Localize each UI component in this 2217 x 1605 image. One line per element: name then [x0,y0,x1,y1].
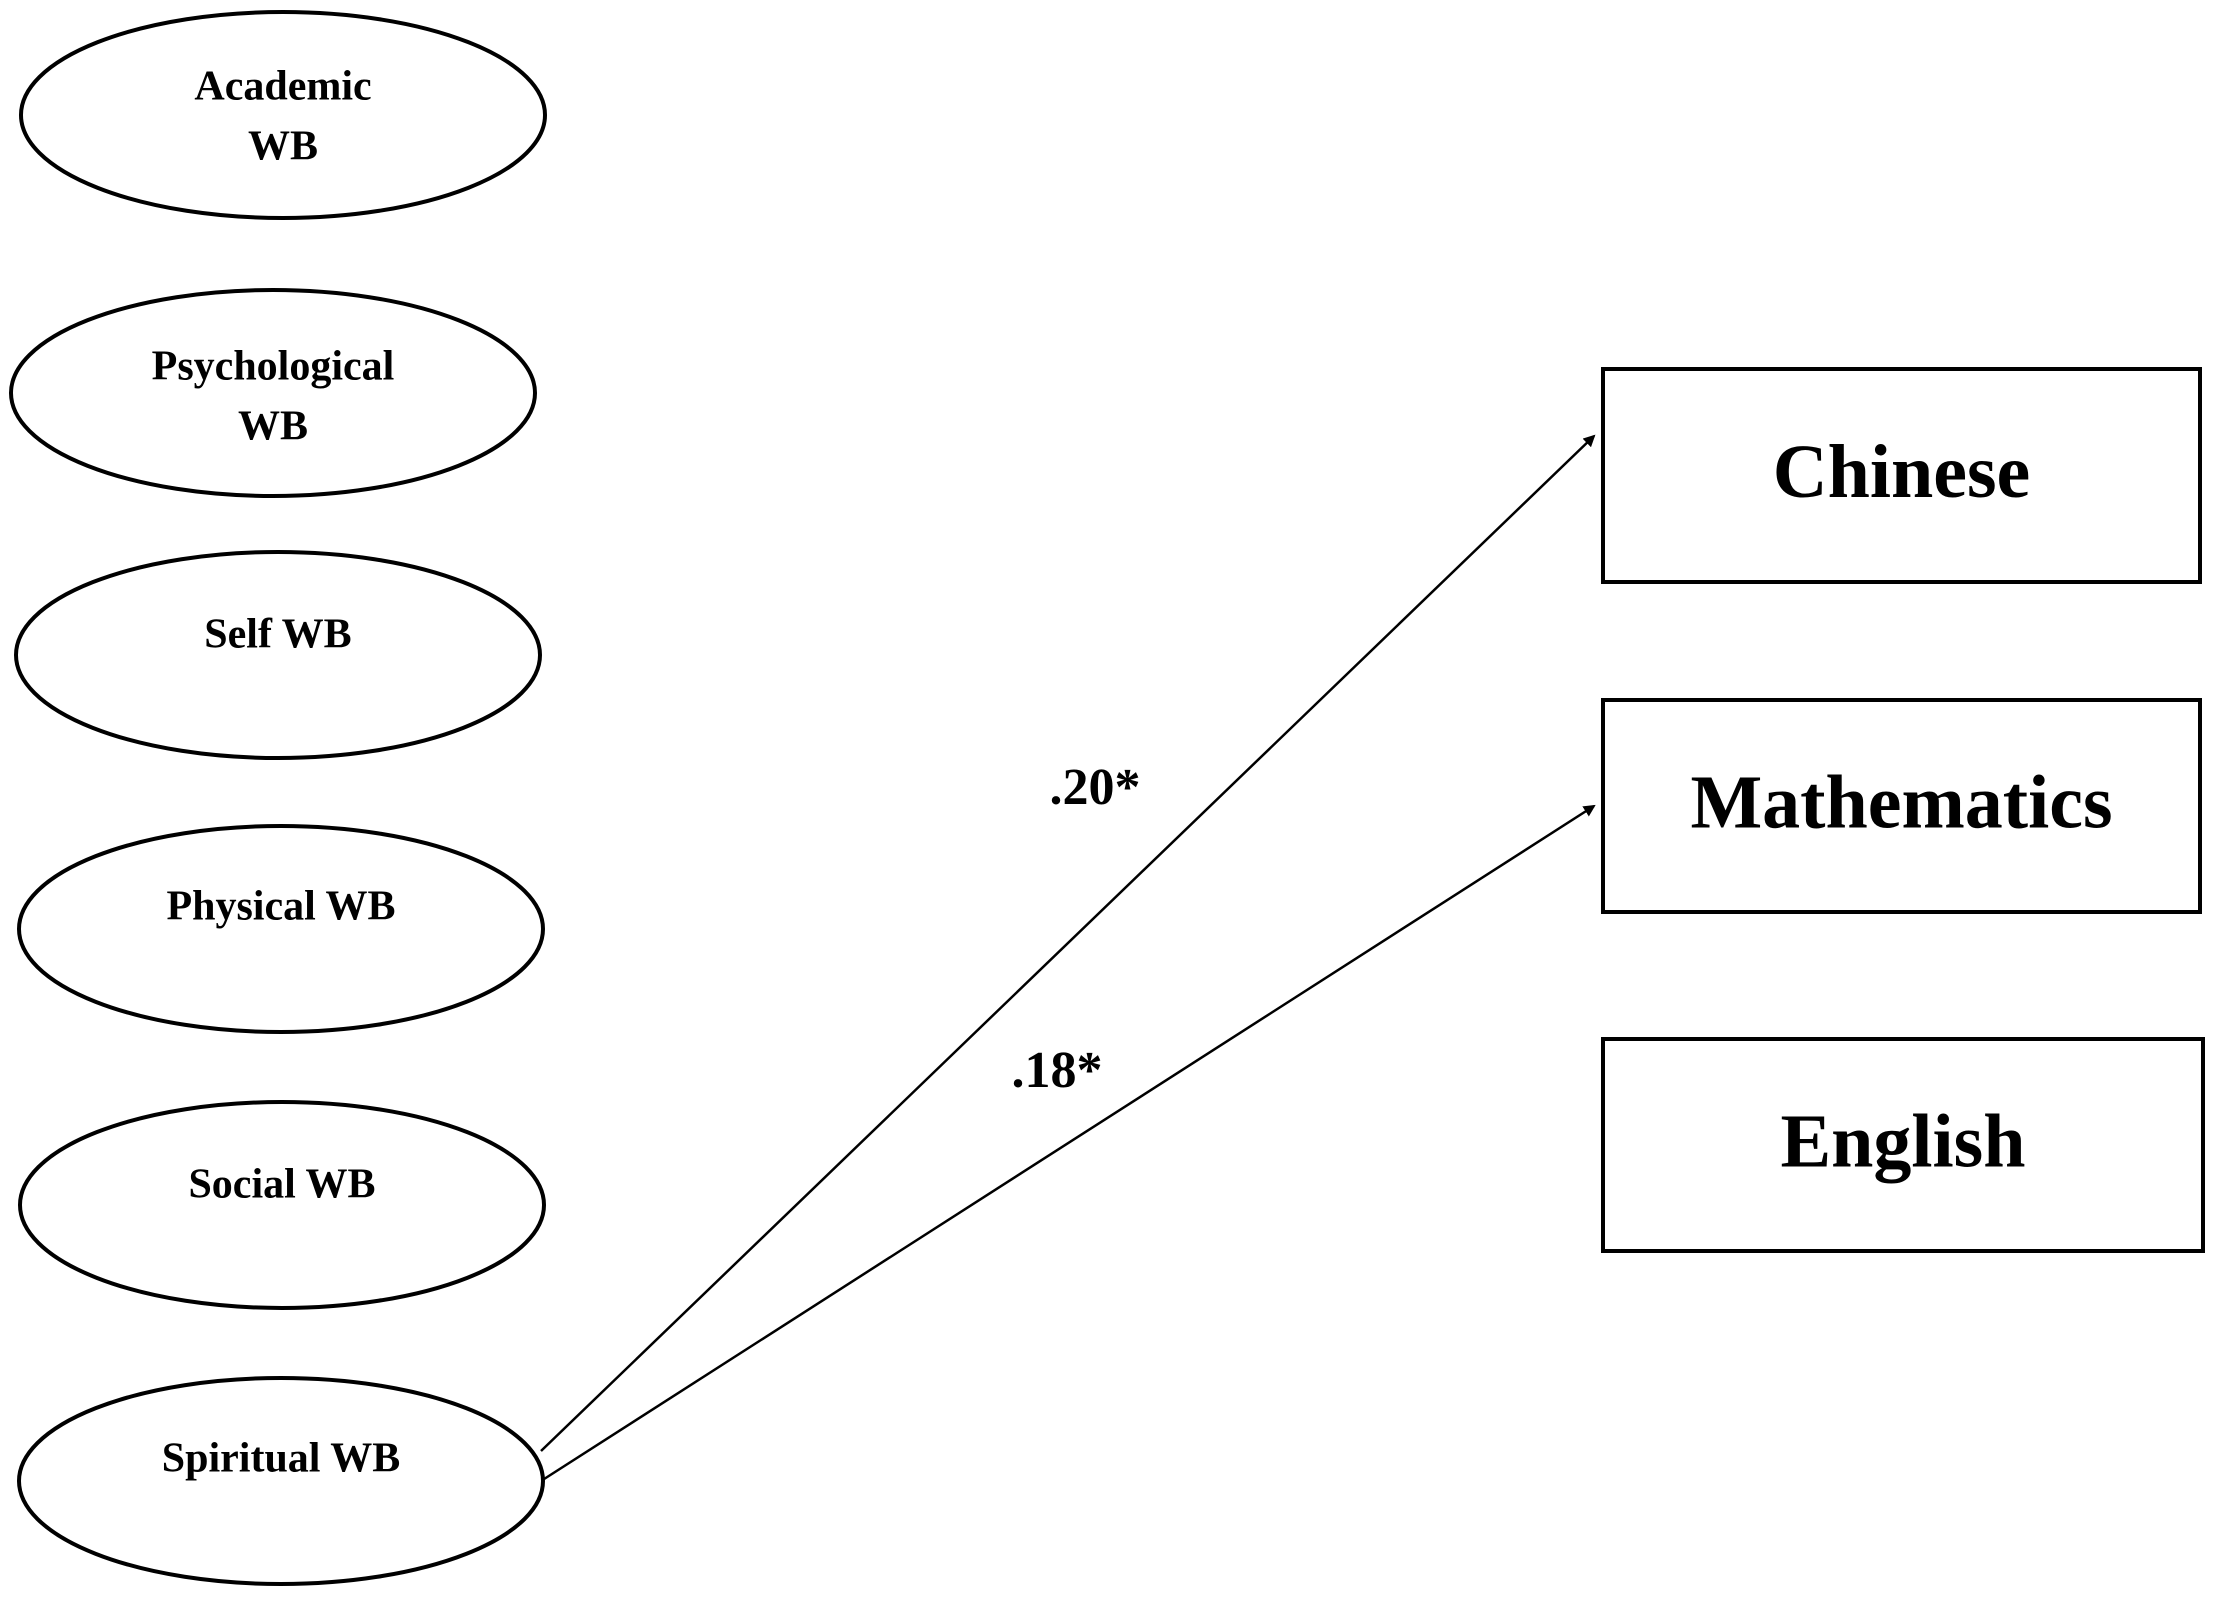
outcome-chinese: Chinese [1601,367,2202,584]
predictor-label: Academic [194,64,371,110]
path-coefficient: .20* [1050,759,1141,816]
outcome-box [1601,367,2202,584]
paths-layer: .20* .18* [540,434,1596,1483]
predictor-ellipse [18,1100,546,1310]
predictor-self: Self WB [14,550,542,760]
predictor-label: Spiritual WB [162,1436,400,1482]
path-spiritual-to-chinese: .20* [540,434,1596,1452]
predictor-ellipse [14,550,542,760]
path-arrow [540,804,1596,1483]
predictor-ellipse [17,824,545,1034]
path-coefficient: .18* [1012,1042,1103,1099]
path-arrow [540,434,1596,1452]
predictor-ellipse [9,288,537,498]
path-spiritual-to-mathematics: .18* [540,804,1596,1483]
outcome-english: English [1601,1037,2205,1253]
outcome-mathematics: Mathematics [1601,698,2202,914]
predictor-ellipse [17,1376,545,1586]
predictor-label: Physical WB [166,884,395,930]
outcome-box [1601,698,2202,914]
predictor-label: Psychological [152,344,395,390]
outcome-label: Chinese [1773,430,2031,514]
predictor-physical: Physical WB [17,824,545,1034]
predictor-label: WB [248,124,318,170]
predictor-social: Social WB [18,1100,546,1310]
predictor-ellipse [19,10,547,220]
predictor-label: Social WB [188,1162,375,1208]
predictor-label: WB [238,404,308,450]
predictor-spiritual: Spiritual WB [17,1376,545,1586]
outcome-label: English [1780,1099,2025,1183]
outcome-box [1601,1037,2205,1253]
outcome-label: Mathematics [1690,760,2112,844]
predictor-label: Self WB [204,612,351,658]
